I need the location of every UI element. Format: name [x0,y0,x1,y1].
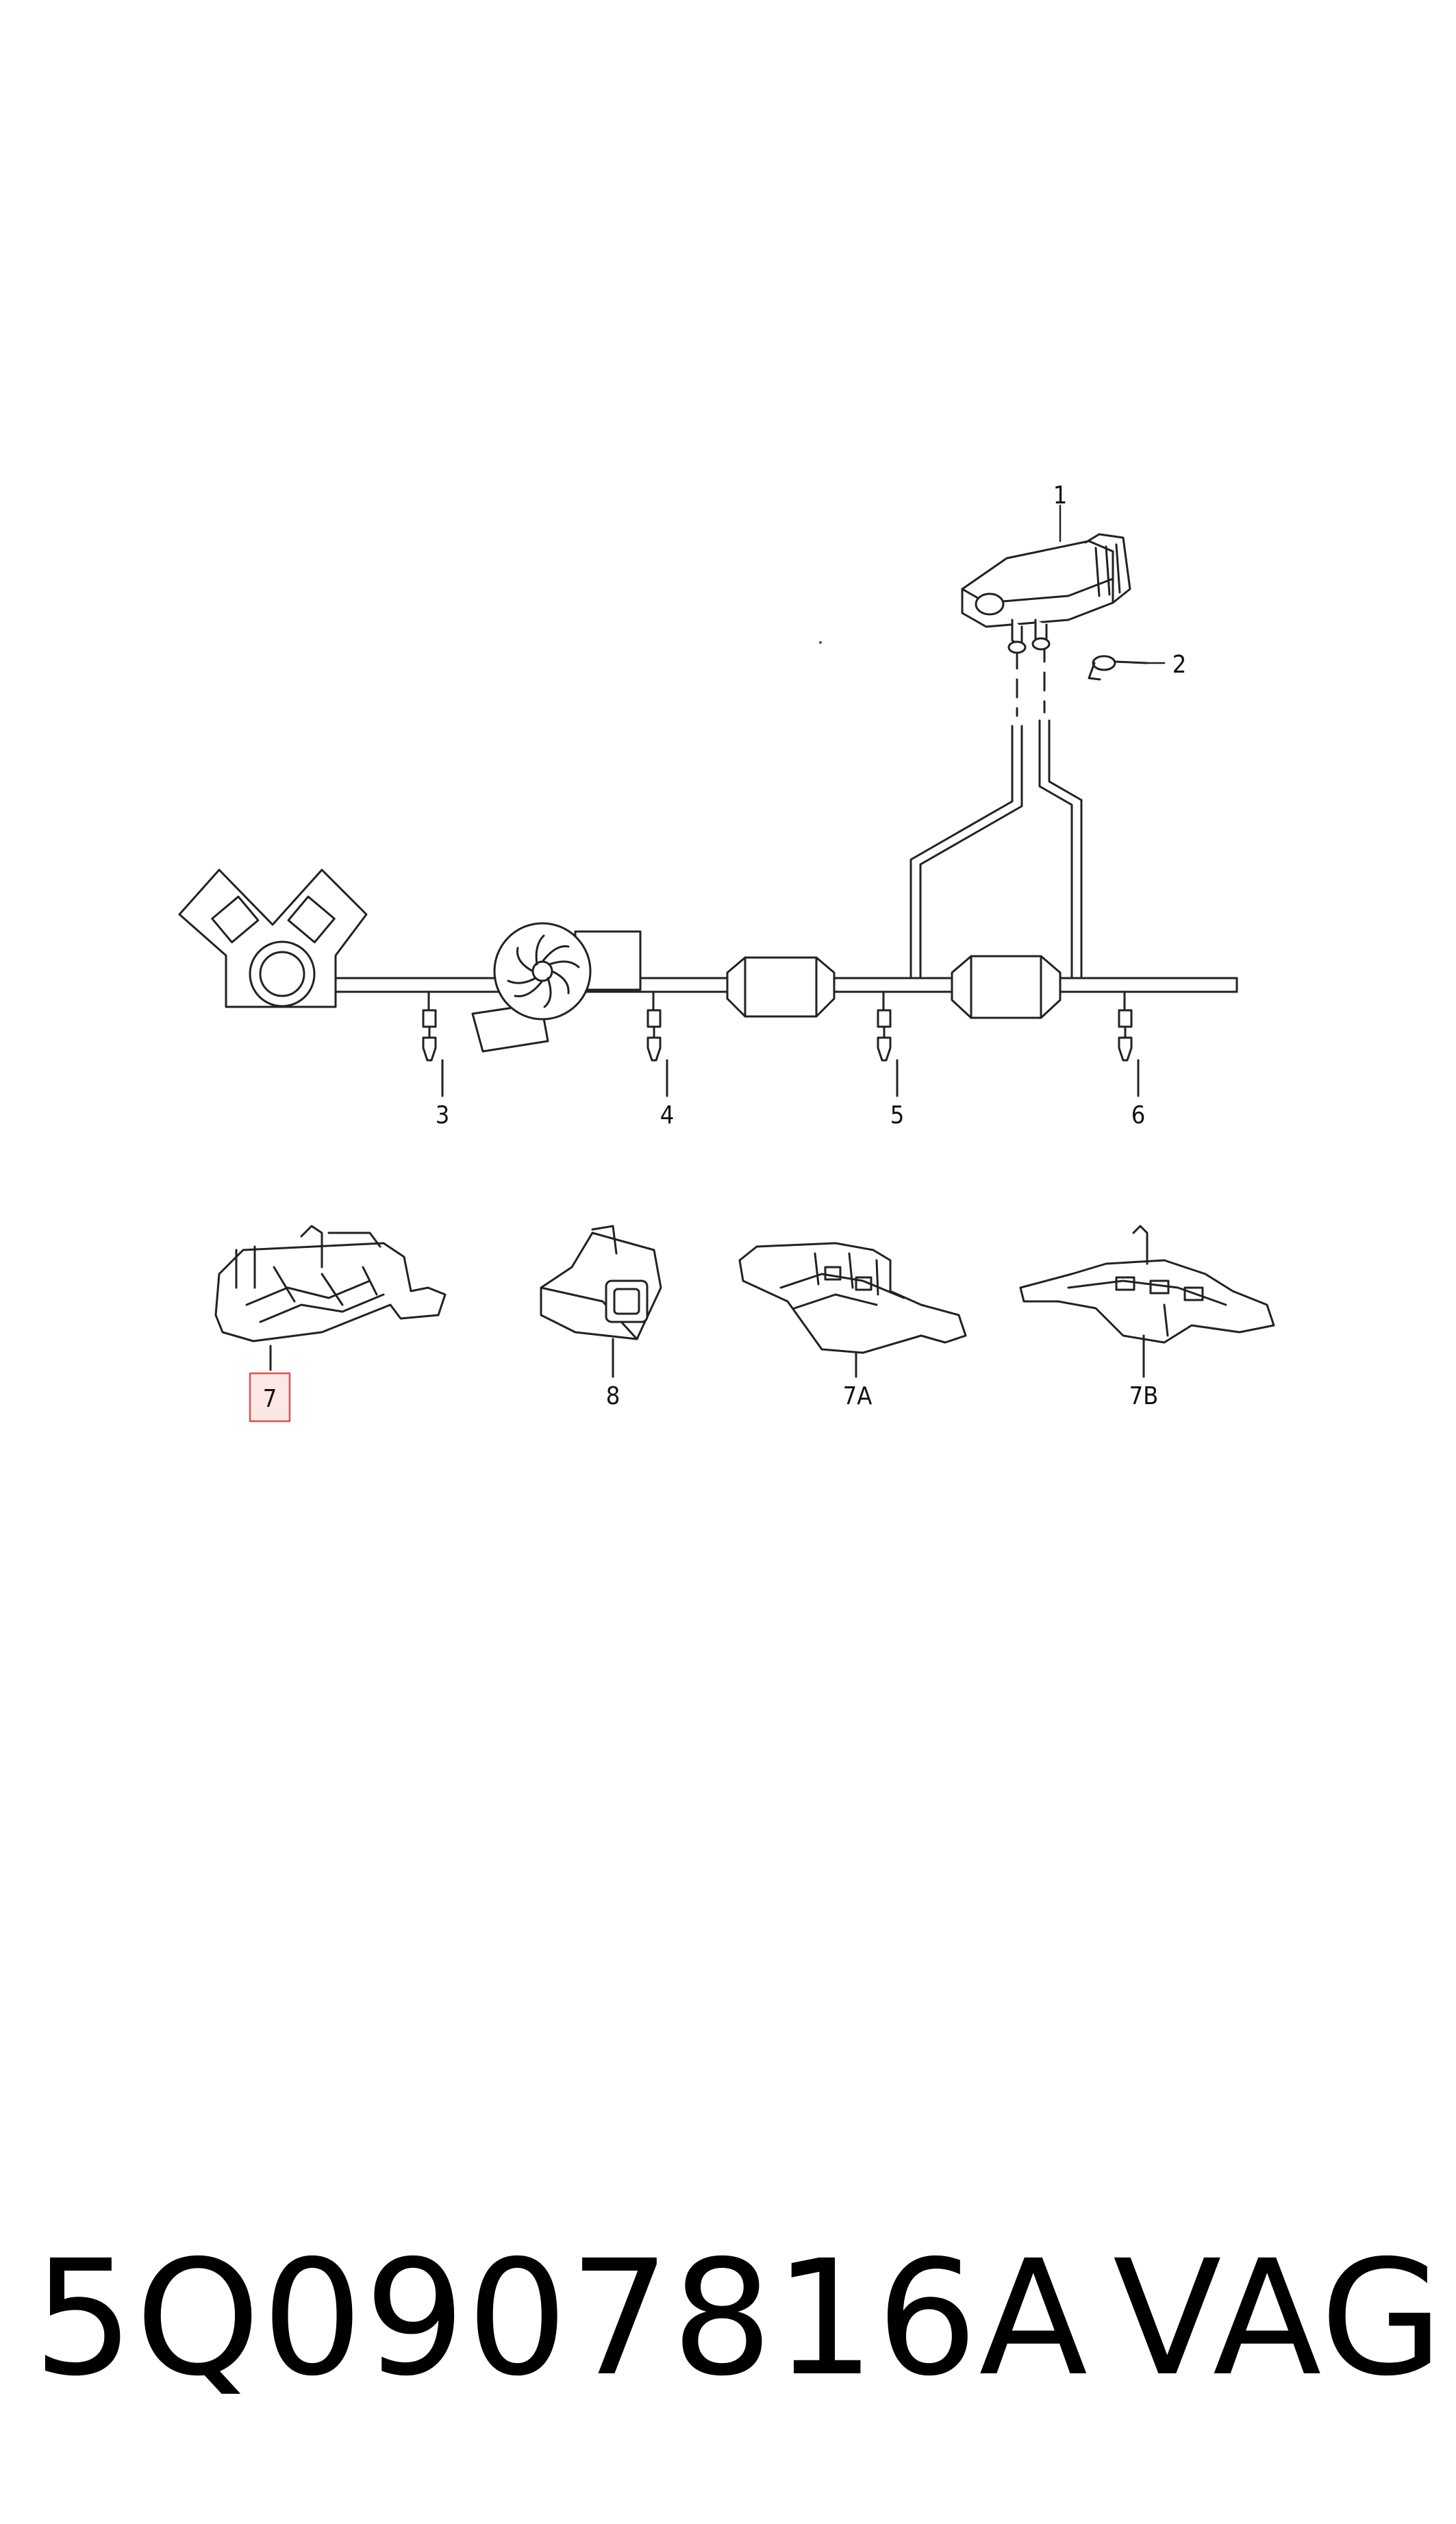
callout-7-highlight-box [249,1372,291,1423]
particulate-filter-icon [951,955,1062,1019]
catalytic-converter-1-icon [726,956,836,1018]
screw-icon [1088,655,1149,681]
pressure-sensor-icon [961,533,1131,654]
callout-2: 2 [1172,651,1187,679]
brand-label: VAG [1113,2226,1445,2411]
callout-5: 5 [890,1101,905,1129]
scan-dot [819,641,822,644]
callout-1: 1 [1053,482,1068,510]
turbocharger-icon [471,922,642,1053]
temperature-sensor-4-icon [647,990,668,1097]
bracket-7b-icon [1019,1225,1275,1378]
callout-7: 7 [263,1385,277,1413]
callout-labels: 1 2 3 4 5 6 7 8 7A 7B [263,482,1187,1413]
callout-3: 3 [436,1101,450,1129]
callout-7b: 7B [1129,1382,1159,1410]
callout-leader-lines [1059,504,1166,664]
callout-4: 4 [660,1101,675,1129]
sensor-hose-lines [909,642,1083,979]
part-number-label: 5Q0907816A [33,2226,1090,2411]
callout-8: 8 [606,1382,620,1410]
bracket-7-icon [214,1225,447,1371]
temperature-sensor-5-icon [877,990,899,1097]
callout-6: 6 [1131,1101,1146,1129]
engine-block-icon [178,869,368,1008]
callout-7a: 7A [843,1382,873,1410]
temperature-sensor-3-icon [422,990,444,1097]
temperature-sensor-6-icon [1118,990,1140,1097]
bracket-7a-icon [738,1242,967,1378]
connector-8-icon [540,1225,662,1378]
